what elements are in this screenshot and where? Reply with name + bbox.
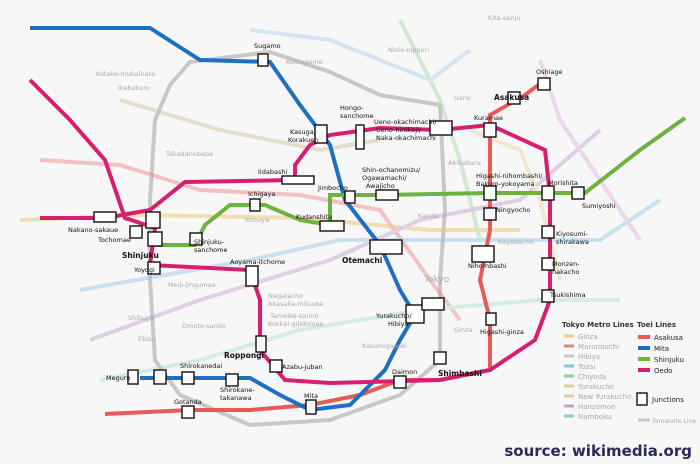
label-shinocha-3: Awajicho xyxy=(366,182,395,190)
label-kasumigaseki: Kasumigaseki xyxy=(362,342,407,350)
label-nihombashi: Nihombashi xyxy=(468,262,507,270)
label-meijijingumae: Meiji-jingumae xyxy=(168,281,216,289)
label-shibuya: Shibuya xyxy=(128,314,154,322)
label-monzen-1: Monzen- xyxy=(552,260,580,268)
label-akihabara: Akihabara xyxy=(448,159,481,167)
label-hongo-1: Hongo- xyxy=(340,104,364,112)
label-tsukishima: Tsukishima xyxy=(549,291,586,299)
legend-hanzomon: Hanzomon xyxy=(578,403,616,411)
label-kiyosumi-2: shirakawa xyxy=(556,238,589,246)
label-otemachi: Otemachi xyxy=(342,256,382,265)
source-credit: source: wikimedia.org xyxy=(504,442,692,460)
label-ginza: Ginza xyxy=(454,326,472,334)
label-sugamo: Sugamo xyxy=(254,42,281,50)
label-daimon: Daimon xyxy=(392,368,417,376)
label-azabujuban: Azabu-juban xyxy=(282,363,323,371)
label-ueno: Ueno xyxy=(454,94,471,102)
faint-labels: Ikebukuro Kotake-mukaihara Kita-senju Ni… xyxy=(96,14,534,350)
legend-chiyoda: Chiyoda xyxy=(578,373,606,381)
label-roppongi: Roppongi xyxy=(224,351,264,360)
station-labels: Sugamo Oshiage Asakusa Hongo- sanchome U… xyxy=(68,42,616,406)
legend-oedo: Oedo xyxy=(654,367,673,375)
label-ueno-1: Ueno-okachimachi/ xyxy=(374,118,437,126)
label-omotesando: Omote-sando xyxy=(182,322,226,330)
label-higashinihon-2: Bakuro-yokoyama xyxy=(476,180,534,188)
label-ichigaya: Ichigaya xyxy=(248,190,275,198)
label-shinocha-1: Shin-ochanomizu/ xyxy=(362,166,421,174)
label-mita: Mita xyxy=(304,392,318,400)
legend-tozai: Tozai xyxy=(577,363,595,371)
label-komagome: Komagome xyxy=(286,58,323,66)
legend-namboku: Namboku xyxy=(578,413,611,421)
label-yurakucho-2: Hibiya xyxy=(388,320,408,328)
label-shirokane-1: Shirokane- xyxy=(220,386,255,394)
label-higashiginza: Higashi-ginza xyxy=(480,328,524,336)
label-gotanda: Gotanda xyxy=(174,398,202,406)
label-asakusa: Asakusa xyxy=(494,93,529,102)
label-nagatacho: Nagatacho xyxy=(268,292,303,300)
legend-junctions: Junctions xyxy=(651,396,684,404)
label-ikebukuro: Ikebukuro xyxy=(118,84,150,92)
label-ebisu: Ebisu xyxy=(138,335,156,343)
label-akasaka: Akasaka-mitsuke xyxy=(268,300,323,308)
legend-yamanote: Yamanote Line xyxy=(651,418,696,425)
label-tameike: Tameike-sanno xyxy=(269,312,319,320)
label-kotake: Kotake-mukaihara xyxy=(96,70,155,78)
label-morishita: Morishita xyxy=(548,179,578,187)
label-ueno-3: Naka-okachimachi xyxy=(376,134,436,142)
legend-ginza: Ginza xyxy=(578,333,598,341)
label-ueno-2: Ueno-hirokoji/ xyxy=(376,126,422,134)
label-aoyama: Aoyama-itchome xyxy=(230,258,285,266)
label-meguro: Meguro xyxy=(106,374,130,382)
label-nakanosakaue: Nakano-sakaue xyxy=(68,226,118,234)
label-yurakucho-1: Yurakucho/ xyxy=(375,312,412,320)
label-kudanshita: Kudanshita xyxy=(296,213,332,221)
label-shirokanedai: Shirokanedai xyxy=(180,362,222,370)
legend-mita: Mita xyxy=(654,345,669,353)
label-kayabacho: Kayabacho xyxy=(498,238,534,246)
label-jimbocho: Jimbocho xyxy=(317,184,348,192)
legend-marunouchi: Marunouchi xyxy=(578,343,619,351)
label-oshiage: Oshiage xyxy=(536,68,563,76)
legend-asakusa: Asakusa xyxy=(654,334,683,342)
label-iidabashi: Iidabashi xyxy=(258,168,287,176)
junction-markers xyxy=(93,53,585,419)
label-yotsuya: Yotsuya xyxy=(243,216,269,224)
legend-metro-title: Tokyo Metro Lines xyxy=(562,321,634,329)
legend: Tokyo Metro Lines Toei Lines Ginza Marun… xyxy=(562,321,696,425)
label-sumiyoshi: Sumiyoshi xyxy=(582,202,616,210)
legend-toei-title: Toei Lines xyxy=(637,321,676,329)
label-higashinihon-1: Higashi-nihombashi/ xyxy=(476,172,543,180)
label-kiyosumi-1: Kiyosumi- xyxy=(556,230,589,238)
label-hongo-2: sanchome xyxy=(340,112,374,120)
legend-hibiya: Hibiya xyxy=(578,353,600,361)
label-kokkai: Kokkai-gijidomae xyxy=(268,320,323,328)
label-shimbashi: Shimbashi xyxy=(438,369,482,378)
label-kitasenju: Kita-senju xyxy=(488,14,520,22)
label-tochomae: Tochomae xyxy=(97,236,131,244)
label-kasuga-1: Kasuga/ xyxy=(290,128,317,136)
label-shinocha-2: Ogawamachi/ xyxy=(362,174,407,182)
label-kanda: Kanda xyxy=(418,212,438,220)
label-yoyogi: Yoyogi xyxy=(133,266,155,274)
legend-yurakucho: Yurakucho xyxy=(577,383,614,391)
legend-new-yurakucho: New Yurakucho xyxy=(578,393,631,401)
legend-junction-icon xyxy=(636,392,648,406)
label-shinjukusan-1: Shinjuku- xyxy=(194,238,225,246)
label-tokyo: Tokyo xyxy=(423,275,450,285)
legend-shinjuku: Shinjuku xyxy=(654,356,684,364)
label-monzen-2: nakacho xyxy=(552,268,579,276)
label-shinjukusan-2: sanchome xyxy=(194,246,228,254)
yamanote-line xyxy=(148,49,448,428)
label-takadanobaba: Takadanobaba xyxy=(165,150,213,158)
legend-metro-items: Ginza Marunouchi Hibiya Tozai Chiyoda Yu… xyxy=(564,333,631,421)
label-kuramae: Kuramae xyxy=(474,114,503,122)
label-nishinippori: Nishi-nippori xyxy=(388,46,429,54)
label-ningyocho: Ningyocho xyxy=(496,206,530,214)
label-shinjuku: Shinjuku xyxy=(122,251,159,260)
label-kasuga-2: Korakuen xyxy=(288,136,318,144)
label-shirokane-2: takanawa xyxy=(220,394,252,402)
